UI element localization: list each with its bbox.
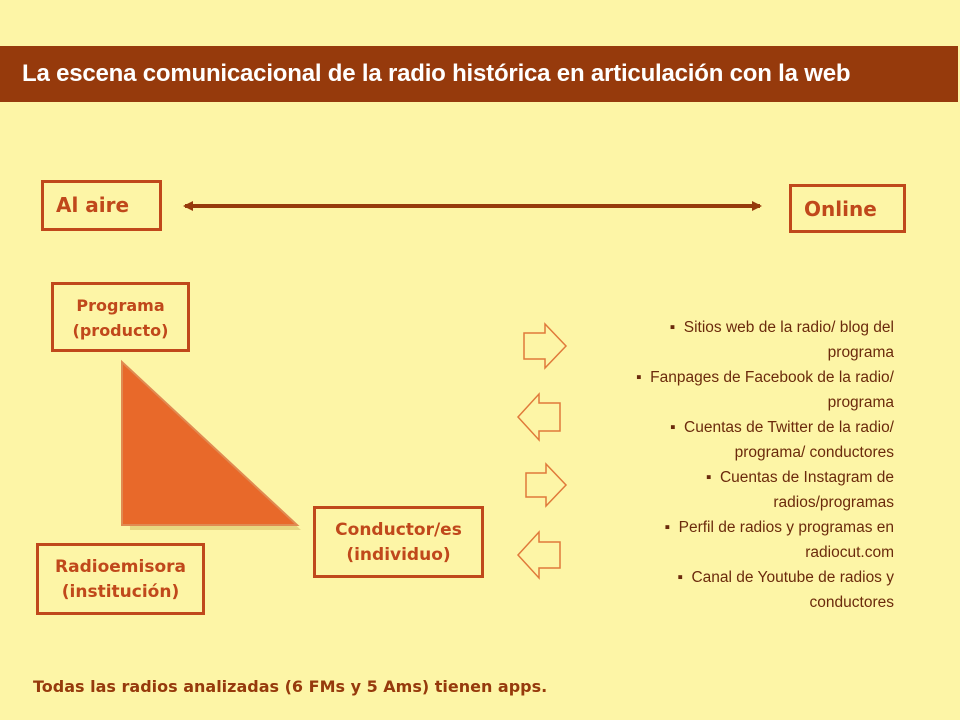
list-item: Cuentas de Instagram de radios/programas: [600, 465, 894, 515]
radioemisora-label: Radioemisora: [55, 557, 186, 577]
arrow-left-icon: [516, 392, 561, 442]
arrow-right-icon: [523, 322, 568, 370]
programa-sublabel: (producto): [72, 321, 169, 340]
arrow-right-icon: [525, 462, 568, 508]
programa-box: Programa (producto): [51, 282, 190, 352]
programa-label: Programa: [76, 296, 165, 315]
triangle: [121, 359, 300, 526]
footer-note: Todas las radios analizadas (6 FMs y 5 A…: [33, 677, 548, 696]
list-item: Perfil de radios y programas en radiocut…: [600, 515, 894, 565]
online-box: Online: [789, 184, 906, 233]
radioemisora-box: Radioemisora (institución): [36, 543, 205, 615]
conductor-sublabel: (individuo): [346, 545, 451, 565]
channel-list: Sitios web de la radio/ blog del program…: [600, 315, 894, 615]
al-aire-box: Al aire: [41, 180, 162, 231]
conductor-box: Conductor/es (individuo): [313, 506, 484, 578]
page-title: La escena comunicacional de la radio his…: [0, 46, 958, 102]
conductor-label: Conductor/es: [335, 520, 462, 540]
online-label: Online: [804, 197, 877, 221]
radioemisora-sublabel: (institución): [61, 582, 180, 602]
list-item: Sitios web de la radio/ blog del program…: [600, 315, 894, 365]
list-item: Canal de Youtube de radios y conductores: [600, 565, 894, 615]
arrow-left-icon: [516, 530, 561, 580]
al-aire-label: Al aire: [56, 193, 130, 217]
list-item: Cuentas de Twitter de la radio/ programa…: [600, 415, 894, 465]
list-item: Fanpages de Facebook de la radio/ progra…: [600, 365, 894, 415]
